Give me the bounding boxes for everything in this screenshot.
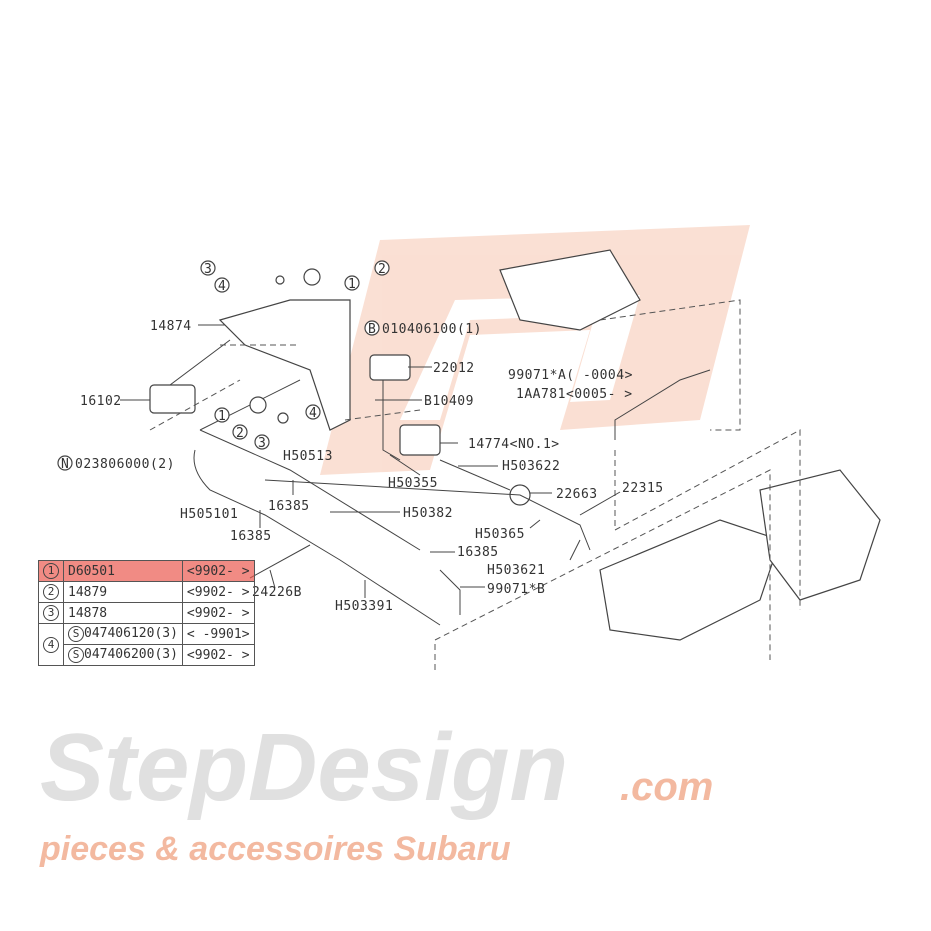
label-h50382: H50382	[403, 506, 453, 521]
hoses	[193, 369, 711, 626]
label-16385-b: 16385	[230, 529, 272, 544]
watermark-text: StepDesign .com pieces & accessoires Sub…	[39, 714, 713, 868]
label-h503391: H503391	[335, 599, 393, 614]
marker-n: N	[61, 457, 69, 472]
label-16102: 16102	[80, 394, 122, 409]
table-row[interactable]: 3 14878 <9902- >	[38, 602, 255, 624]
table-row[interactable]: 1 D60501 <9902- >	[38, 560, 255, 582]
label-b10409: B10409	[424, 394, 474, 409]
parts-table: 1 D60501 <9902- > 2 14879 <9902- > 3 148…	[38, 560, 255, 666]
label-h505101: H505101	[180, 507, 238, 522]
callout-3: 3	[258, 436, 266, 451]
date-range: <9902- >	[181, 602, 255, 624]
leader-lines	[120, 324, 621, 598]
label-14874: 14874	[150, 319, 192, 334]
callout-2: 2	[236, 426, 244, 441]
callout-1: 1	[218, 409, 226, 424]
label-22663: 22663	[556, 487, 598, 502]
label-h50365: H50365	[475, 527, 525, 542]
label-99071b: 99071*B	[487, 582, 545, 597]
label-14774: 14774<NO.1>	[468, 437, 560, 452]
callout-2: 2	[378, 262, 386, 277]
s-marker: S	[68, 626, 84, 642]
row-number: 3	[43, 605, 59, 621]
engine-outline	[149, 249, 881, 670]
row-number: 1	[43, 563, 59, 579]
label-16385-a: 16385	[268, 499, 310, 514]
label-010406100: 010406100(1)	[382, 322, 482, 337]
row-number: 4	[43, 636, 59, 653]
label-16385-c: 16385	[457, 545, 499, 560]
date-range: <9902- >	[181, 644, 255, 666]
label-24226b: 24226B	[252, 585, 302, 600]
watermark-logo	[320, 225, 750, 475]
callout-3: 3	[204, 262, 212, 277]
callout-4: 4	[309, 406, 317, 421]
label-h50355: H50355	[388, 476, 438, 491]
label-22315: 22315	[622, 481, 664, 496]
part-number: 047406120(3)	[84, 626, 178, 641]
label-h503622: H503622	[502, 459, 560, 474]
date-range: < -9901>	[181, 623, 255, 645]
bracket-assembly	[149, 268, 531, 506]
part-number: 14879	[63, 581, 183, 603]
watermark-tagline: pieces & accessoires Subaru	[39, 830, 511, 868]
watermark-domain: .com	[620, 765, 713, 809]
row-number: 2	[43, 584, 59, 600]
label-99071a: 99071*A( -0004>	[508, 368, 633, 383]
callout-1: 1	[348, 277, 356, 292]
date-range: <9902- >	[181, 581, 255, 603]
callouts: 3 4 2 1 1 2 3 4 B N	[57, 260, 390, 472]
part-number: 14878	[63, 602, 183, 624]
solenoid-14774	[399, 424, 441, 456]
label-023806000: 023806000(2)	[75, 457, 175, 472]
label-22012: 22012	[433, 361, 475, 376]
part-number: 047406200(3)	[84, 647, 178, 662]
part-number: D60501	[63, 560, 183, 582]
label-1aa781: 1AA781<0005- >	[516, 387, 633, 402]
label-h50513: H50513	[283, 449, 333, 464]
solenoid-22012	[369, 354, 411, 381]
watermark-brand: StepDesign	[40, 714, 568, 821]
table-row[interactable]: 2 14879 <9902- >	[38, 581, 255, 603]
label-h503621: H503621	[487, 563, 545, 578]
part-labels: 14874 16102 023806000(2) 010406100(1) 22…	[75, 319, 664, 614]
solenoid-16102	[149, 384, 196, 414]
s-marker: S	[68, 647, 84, 663]
callout-4: 4	[218, 279, 226, 294]
date-range: <9902- >	[181, 560, 255, 582]
marker-b: B	[368, 322, 376, 337]
